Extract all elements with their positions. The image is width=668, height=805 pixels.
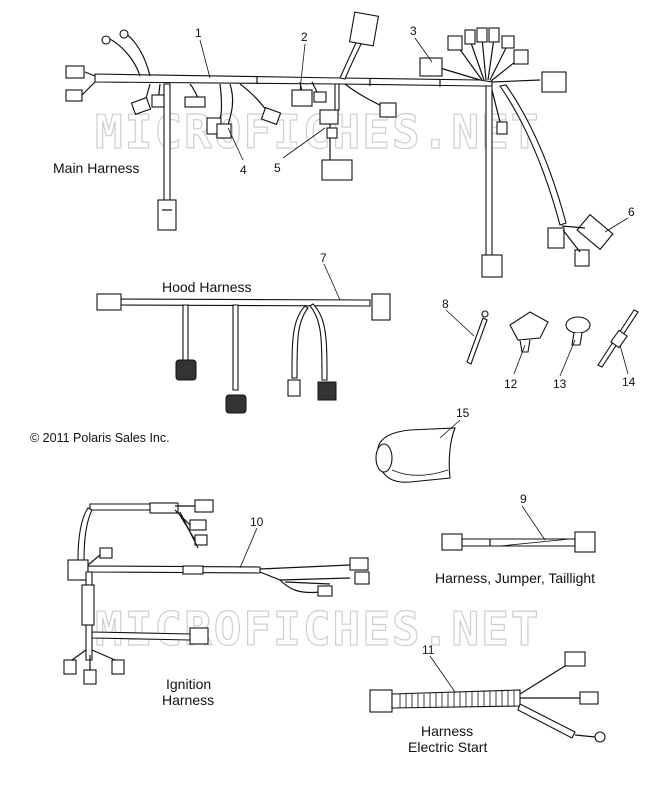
label-electric-start-line2: Electric Start (408, 739, 487, 755)
callout-9: 9 (520, 492, 527, 506)
callout-3: 3 (410, 24, 417, 38)
ignition-harness (63, 499, 370, 685)
label-hood-harness: Hood Harness (162, 279, 252, 295)
clip-13 (565, 316, 591, 346)
callout-5: 5 (274, 161, 281, 175)
callout-14: 14 (622, 375, 636, 389)
callout-7: 7 (320, 251, 327, 265)
protector-15 (375, 427, 456, 483)
watermark-top: MICROFICHES.NET (95, 105, 540, 159)
clip-12 (509, 311, 549, 353)
callout-8: 8 (442, 297, 449, 311)
clip-14 (597, 309, 639, 368)
callout-11: 11 (422, 643, 435, 657)
watermark-bottom: MICROFICHES.NET (95, 602, 540, 656)
callout-2: 2 (301, 30, 308, 44)
label-ignition-line1: Ignition (166, 676, 211, 692)
label-electric-start-line1: Harness (421, 723, 473, 739)
label-main-harness: Main Harness (53, 160, 139, 176)
callout-leaders (199, 37, 629, 693)
callout-15: 15 (456, 406, 470, 420)
callout-10: 10 (250, 515, 264, 529)
jumper-harness (441, 531, 596, 553)
label-ignition-line2: Harness (162, 692, 214, 708)
label-jumper-harness: Harness, Jumper, Taillight (435, 570, 595, 586)
callout-12: 12 (504, 377, 518, 391)
cable-tie-8 (466, 310, 489, 365)
callout-13: 13 (553, 377, 567, 391)
copyright-notice: © 2011 Polaris Sales Inc. (30, 431, 170, 445)
main-harness (65, 11, 614, 278)
callout-1: 1 (195, 26, 202, 40)
callout-4: 4 (240, 163, 247, 177)
callout-6: 6 (628, 205, 635, 219)
electric-start-harness (369, 651, 606, 743)
hood-harness (96, 293, 391, 414)
